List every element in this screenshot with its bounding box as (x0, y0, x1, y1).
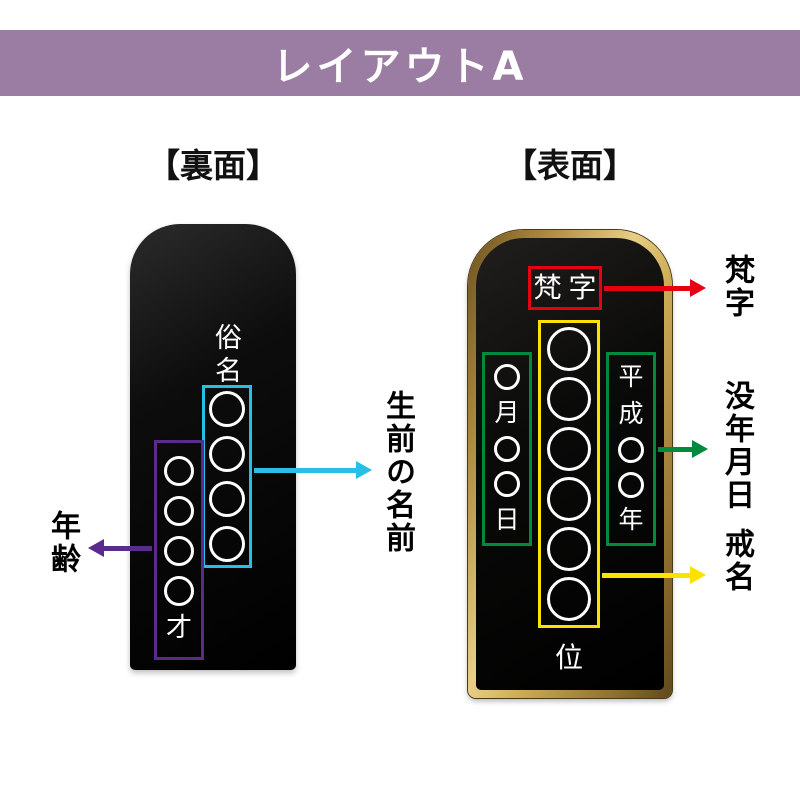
arrow-head-icon (690, 566, 706, 584)
age-circles (164, 455, 194, 606)
death-year-box: 平 成 年 (606, 352, 656, 546)
bonji-text: 梵字 (533, 270, 604, 304)
placeholder-circle (164, 455, 194, 486)
arrow-shaft (658, 446, 692, 452)
placeholder-circle (547, 327, 591, 371)
death-date-arrow (658, 440, 708, 458)
age-suffix-label: 才 (165, 613, 192, 644)
name-box (202, 385, 252, 568)
kaimyo-annotation-label: 戒名 (719, 528, 754, 594)
placeholder-circle (618, 437, 644, 464)
front-panel-title: 【表面】 (504, 146, 636, 185)
death-date-annotation-label: 没年月日 (719, 380, 754, 512)
back-panel-title: 【裏面】 (147, 146, 279, 185)
name-circles (209, 391, 245, 562)
arrow-shaft (604, 285, 690, 291)
placeholder-circle (494, 436, 520, 462)
bonji-annotation-label: 梵字 (719, 254, 754, 320)
placeholder-circle (209, 436, 245, 472)
memorial-tablet-back: 俗名 才 (130, 224, 296, 670)
header-banner: レイアウトA (0, 30, 800, 96)
arrow-head-icon (690, 279, 706, 297)
death-day-box: 月 日 (482, 352, 532, 546)
arrow-head-icon (356, 461, 372, 479)
placeholder-circle (547, 477, 591, 521)
kaimyo-circles (547, 327, 591, 621)
zokumyo-label: 俗名 (210, 323, 242, 389)
placeholder-circle (164, 495, 194, 526)
placeholder-circle (209, 526, 245, 562)
rank-label: 位 (554, 641, 583, 674)
placeholder-circle (547, 427, 591, 471)
month-kanji: 月 (494, 397, 520, 427)
arrow-shaft (254, 467, 356, 473)
tablet-front-face: 梵字 月 日 平 成 年 位 (476, 238, 664, 690)
bonji-arrow (604, 279, 706, 297)
kaimyo-arrow (602, 566, 706, 584)
placeholder-circle (547, 577, 591, 621)
era-kanji-1: 平 (618, 362, 644, 392)
placeholder-circle (494, 363, 520, 390)
age-box: 才 (154, 440, 204, 660)
memorial-tablet-front: 梵字 月 日 平 成 年 位 (468, 230, 672, 698)
placeholder-circle (209, 481, 245, 517)
placeholder-circle (164, 535, 194, 566)
age-annotation-label: 年齢 (45, 510, 80, 576)
arrow-head-icon (692, 440, 708, 458)
placeholder-circle (209, 391, 245, 427)
kaimyo-box (538, 320, 600, 628)
era-kanji-2: 成 (618, 399, 644, 429)
placeholder-circle (618, 471, 644, 498)
bonji-box: 梵字 (528, 266, 602, 310)
age-arrow (88, 539, 152, 557)
arrow-shaft (602, 572, 690, 578)
arrow-shaft (104, 545, 152, 551)
year-kanji: 年 (618, 504, 644, 534)
name-arrow (254, 461, 372, 479)
placeholder-circle (547, 527, 591, 571)
placeholder-circle (494, 470, 520, 497)
placeholder-circle (547, 377, 591, 421)
day-kanji: 日 (494, 504, 520, 534)
page-title: レイアウトA (272, 44, 528, 90)
arrow-head-icon (88, 539, 104, 557)
name-annotation-label: 生前の名前 (380, 390, 415, 555)
placeholder-circle (164, 575, 194, 606)
